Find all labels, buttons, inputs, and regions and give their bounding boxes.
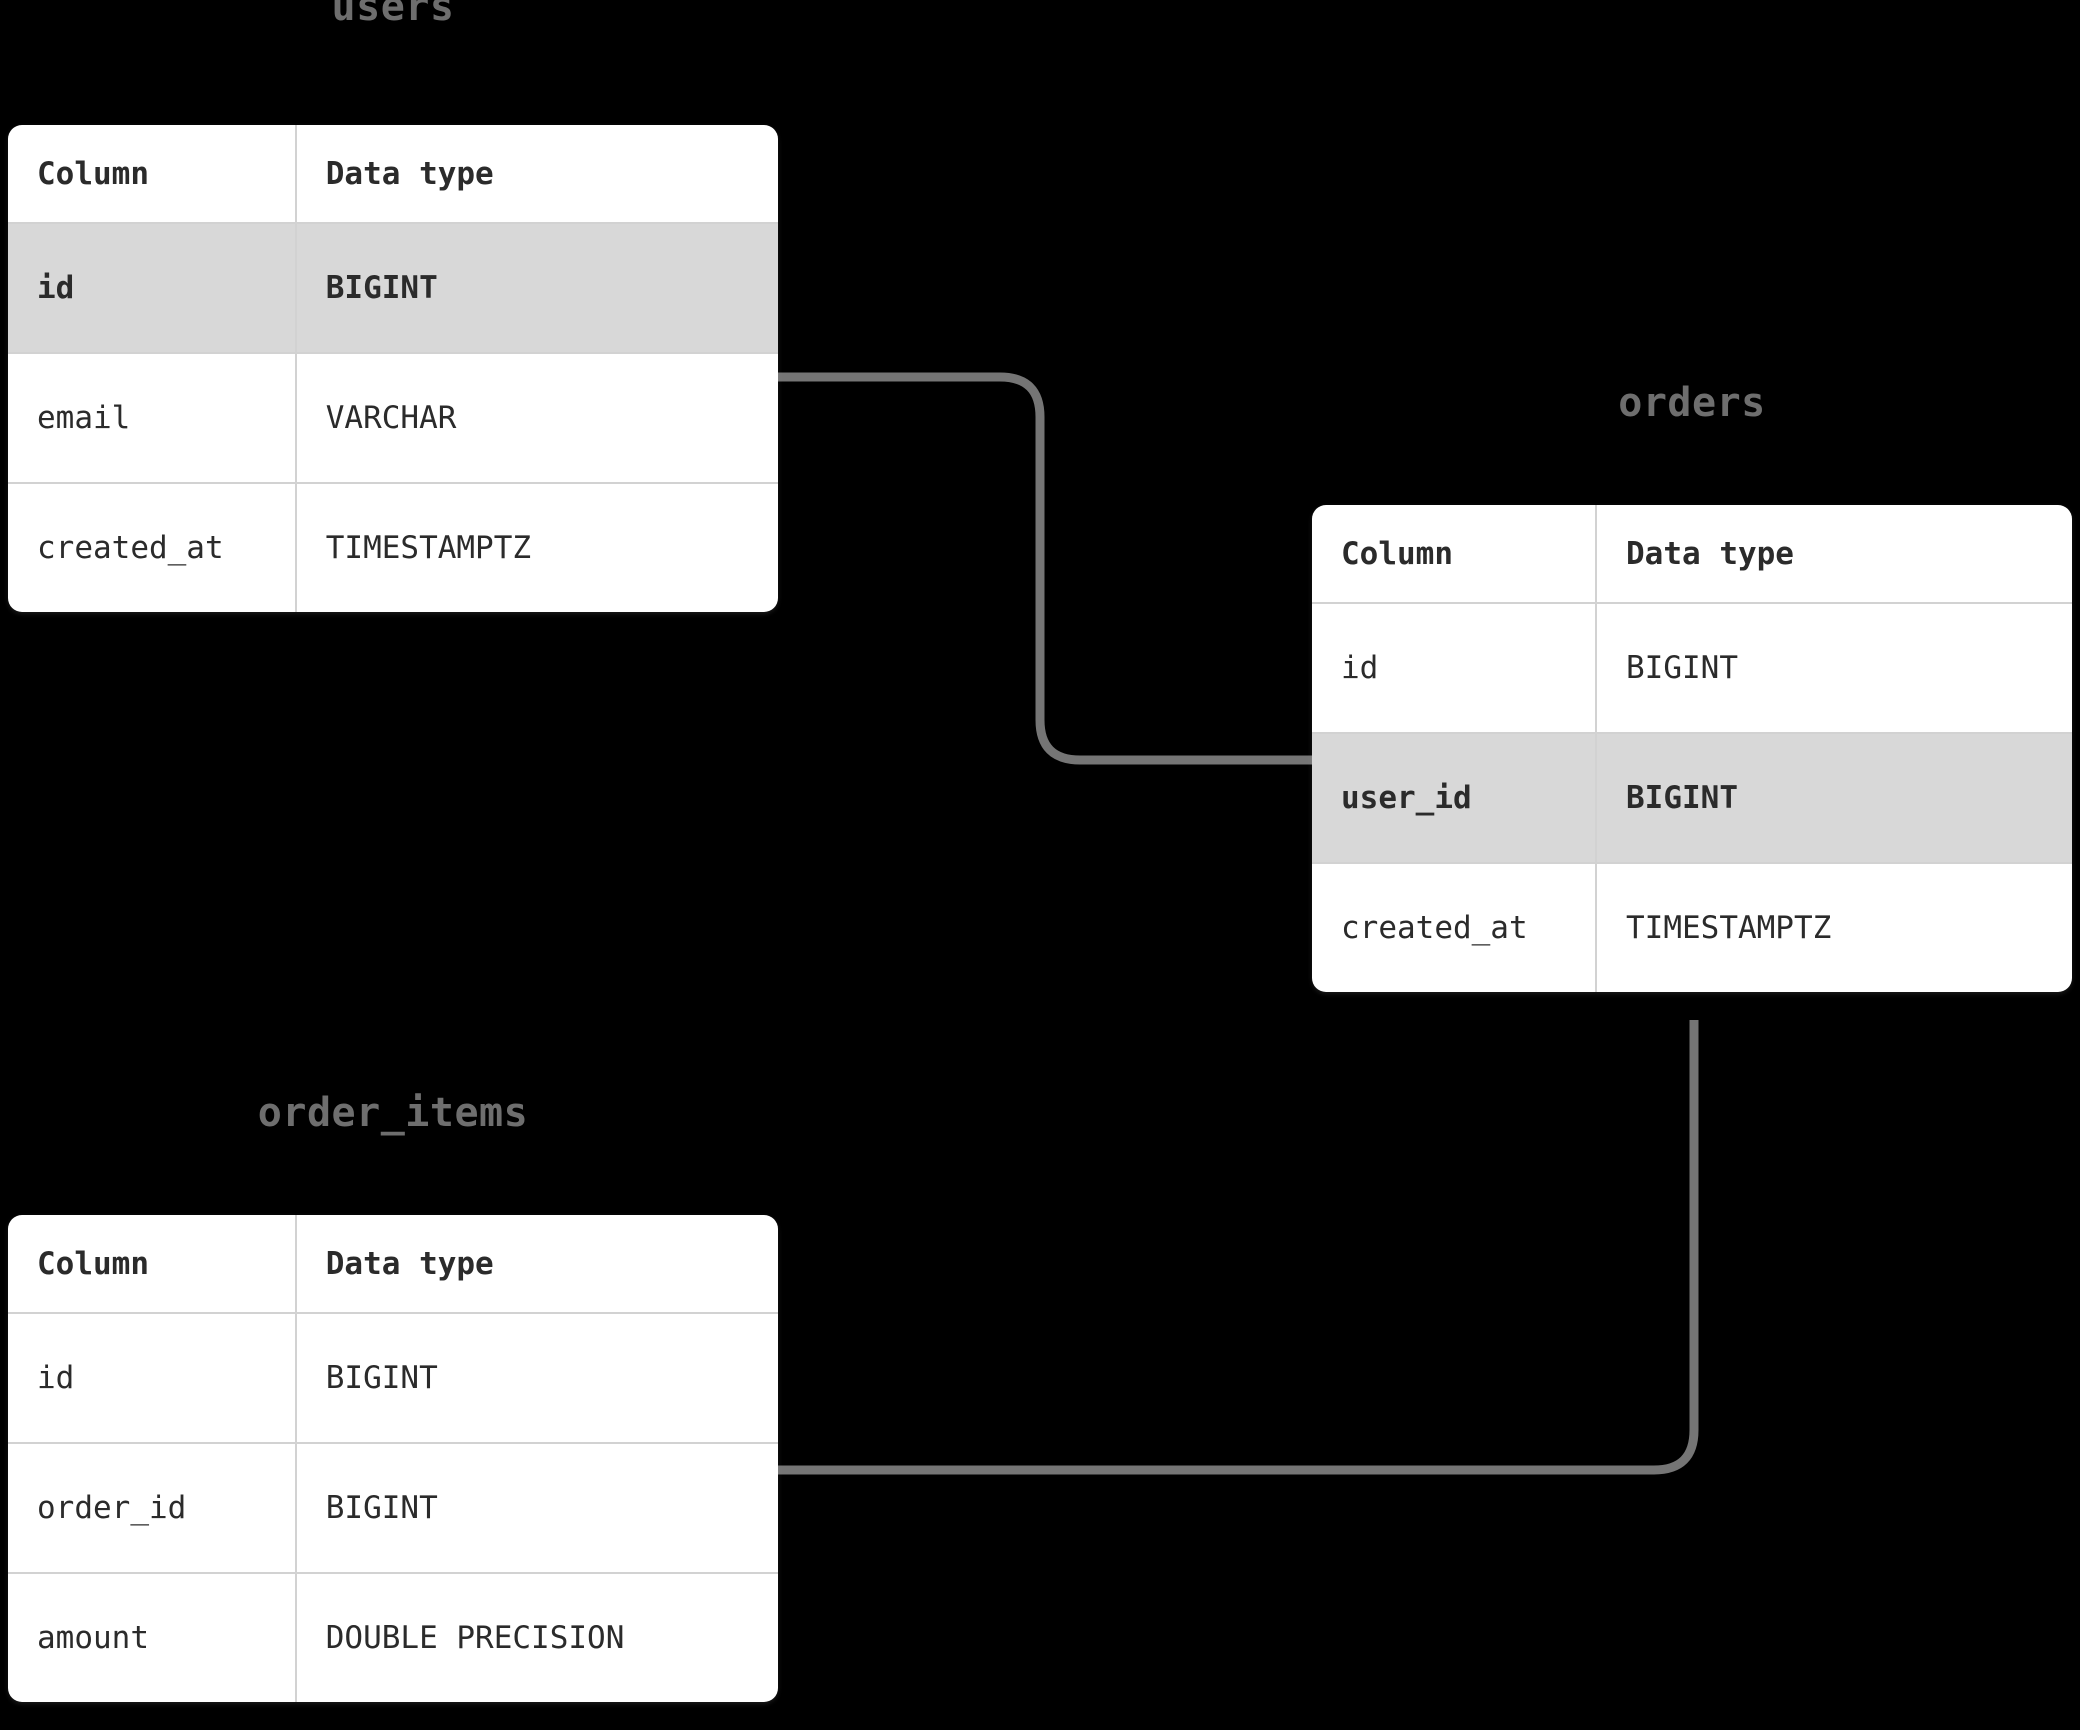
column-name-cell: id — [1312, 604, 1597, 732]
entity-title-order-items: order_items — [257, 1090, 529, 1136]
header-column-type: Data type — [325, 155, 494, 192]
column-name-cell: created_at — [8, 484, 297, 612]
table-row[interactable]: created_at TIMESTAMPTZ — [8, 482, 778, 612]
column-type-cell: TIMESTAMPTZ — [1626, 910, 1832, 946]
header-column-name: Column — [8, 125, 297, 222]
column-name-cell: order_id — [8, 1444, 297, 1572]
column-type-cell: BIGINT — [1626, 650, 1738, 686]
table-header-row: Column Data type — [1312, 505, 2072, 602]
column-type-cell: BIGINT — [325, 270, 438, 306]
table-row[interactable]: amount DOUBLE PRECISION — [8, 1572, 778, 1702]
table-row[interactable]: id BIGINT — [1312, 602, 2072, 732]
column-type-cell: BIGINT — [325, 1490, 438, 1526]
column-type-cell: BIGINT — [1626, 780, 1738, 816]
entity-table-orders: Column Data type id BIGINT user_id BIGIN… — [1312, 505, 2072, 992]
table-row[interactable]: id BIGINT — [8, 222, 778, 352]
connector-users-to-orders — [777, 372, 1312, 765]
column-name-cell: email — [8, 354, 297, 482]
column-type-cell: TIMESTAMPTZ — [325, 530, 532, 566]
table-row[interactable]: id BIGINT — [8, 1312, 778, 1442]
header-column-type: Data type — [1626, 535, 1794, 572]
column-type-cell: DOUBLE PRECISION — [325, 1620, 625, 1656]
column-type-cell: BIGINT — [325, 1360, 438, 1396]
connector-orders-to-order-items — [778, 1020, 1699, 1475]
table-row[interactable]: created_at TIMESTAMPTZ — [1312, 862, 2072, 992]
column-type-cell: VARCHAR — [325, 400, 457, 436]
header-column-name: Column — [1312, 505, 1597, 602]
column-name-cell: id — [8, 224, 297, 352]
column-name-cell: created_at — [1312, 864, 1597, 992]
header-column-name: Column — [8, 1215, 297, 1312]
entity-title-orders: orders — [1618, 380, 1766, 426]
table-row[interactable]: order_id BIGINT — [8, 1442, 778, 1572]
table-header-row: Column Data type — [8, 125, 778, 222]
table-row[interactable]: email VARCHAR — [8, 352, 778, 482]
column-name-cell: amount — [8, 1574, 297, 1702]
column-name-cell: user_id — [1312, 734, 1597, 862]
column-name-cell: id — [8, 1314, 297, 1442]
table-row[interactable]: user_id BIGINT — [1312, 732, 2072, 862]
table-header-row: Column Data type — [8, 1215, 778, 1312]
entity-table-order-items: Column Data type id BIGINT order_id BIGI… — [8, 1215, 778, 1702]
entity-title-users: users — [331, 0, 455, 30]
header-column-type: Data type — [325, 1245, 494, 1282]
entity-table-users: Column Data type id BIGINT email VARCHAR… — [8, 125, 778, 612]
